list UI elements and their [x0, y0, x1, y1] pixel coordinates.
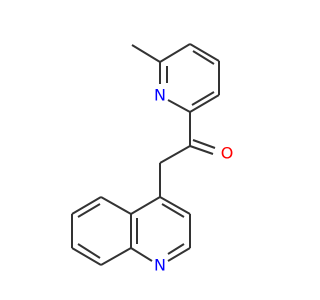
- bond-q5-q6-inner: [77, 203, 101, 218]
- ketone-linker: [159, 112, 216, 197]
- atom-n-pyridine: N: [154, 86, 166, 105]
- bond-c2-n1: [167, 99, 191, 113]
- bond-carbonyl-o: [189, 145, 214, 155]
- bond-c6-c5: [159, 43, 191, 63]
- bond-c3-c2-inner: [191, 91, 215, 106]
- bond-q2-n1: [167, 247, 191, 262]
- bond-c5-c4: [189, 43, 220, 62]
- atom-o-carbonyl: O: [221, 144, 234, 163]
- bond-n1-q8a: [130, 247, 153, 262]
- bond-q4a-q5: [100, 196, 132, 215]
- methyl-group: [131, 44, 161, 63]
- bond-q2-n1-inner: [167, 243, 185, 255]
- bond-q8-q8a: [100, 247, 132, 266]
- atom-label-n-pyridine: N: [154, 86, 166, 105]
- molecule-structure-diagram: N O N: [71, 43, 234, 275]
- bond-q7-q8-inner: [77, 243, 101, 259]
- bond-q4-q3-inner: [161, 203, 185, 218]
- bond-c5-c4-inner: [192, 50, 215, 65]
- atom-label-o-carbonyl: O: [221, 144, 234, 163]
- bond-carbonyl-o-double: [192, 139, 216, 149]
- bond-c3-c2: [189, 94, 220, 113]
- bond-carbonyl-ch2: [159, 145, 191, 164]
- quinoline-pyridine-ring: [130, 196, 191, 262]
- quinoline-benzene-ring: [71, 196, 132, 266]
- atom-label-n-quinoline: N: [154, 256, 166, 275]
- bond-methyl: [131, 44, 161, 63]
- pyridine-ring: [159, 43, 220, 113]
- bond-q5-q6: [71, 196, 102, 215]
- bond-q7-q8: [71, 247, 102, 266]
- bond-q4a-q4: [130, 196, 161, 215]
- bond-q4-q3: [159, 196, 191, 215]
- atom-n-quinoline: N: [154, 256, 166, 275]
